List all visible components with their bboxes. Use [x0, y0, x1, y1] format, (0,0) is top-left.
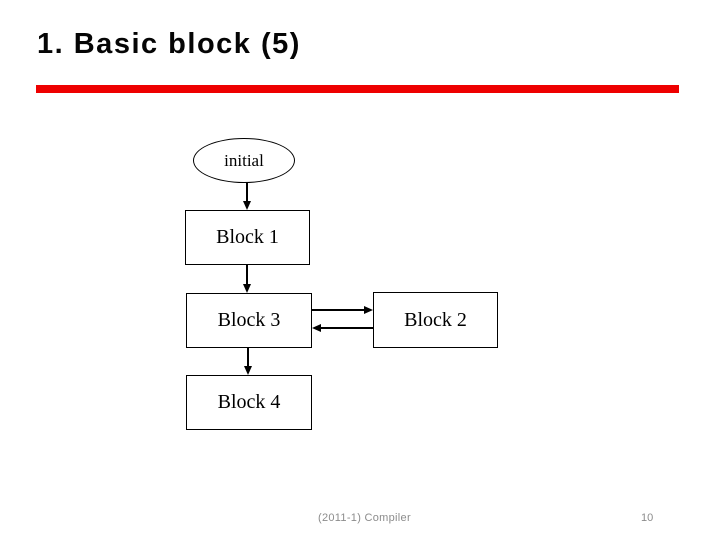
- slide-page-number: 10: [641, 512, 654, 524]
- flowchart-node-block4: Block 4: [186, 375, 312, 430]
- arrow-initial-to-block1: [243, 183, 251, 210]
- flowchart-node-block3-label: Block 3: [217, 309, 281, 331]
- flowchart-node-block2: Block 2: [373, 292, 498, 348]
- flowchart-node-block1-label: Block 1: [216, 226, 279, 248]
- flowchart-node-block4-label: Block 4: [217, 391, 281, 413]
- flowchart-node-block2-label: Block 2: [404, 308, 467, 331]
- arrow-block2-to-block3: [312, 324, 373, 332]
- title-underline-rule: [36, 85, 679, 93]
- arrow-block3-to-block2: [312, 306, 373, 314]
- slide-title: 1. Basic block (5): [37, 28, 301, 60]
- arrow-block1-to-block3: [243, 265, 251, 293]
- flowchart-node-block3: Block 3: [186, 293, 312, 348]
- slide-footer: (2011-1) Compiler: [318, 512, 411, 524]
- flowchart-node-initial-label: initial: [224, 150, 264, 170]
- flowchart-node-block1: Block 1: [185, 210, 310, 265]
- flowchart-node-initial: initial: [193, 138, 295, 183]
- arrow-block3-to-block4: [244, 348, 252, 375]
